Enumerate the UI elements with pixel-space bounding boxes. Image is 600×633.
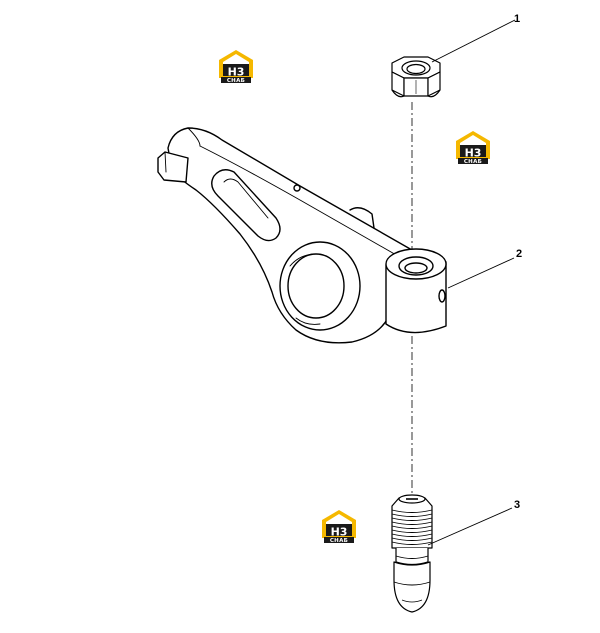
leader-line-2 [447, 257, 515, 289]
part-adjusting-screw [391, 494, 433, 613]
logo-sub: CHAБ [227, 78, 245, 84]
thread-lines [391, 509, 433, 545]
callout-2: 2 [516, 248, 522, 260]
part-rocker-arm [157, 127, 447, 344]
watermark-logo-top: H3 CHAБ [219, 50, 253, 84]
logo-mark: H3 [331, 526, 348, 539]
watermark-logo-bottom: H3 CHAБ [322, 510, 356, 544]
logo-sub: CHAБ [330, 538, 348, 544]
leader-line-1 [431, 19, 516, 63]
watermark-logo-right: H3 CHAБ [456, 131, 490, 165]
part-nut [391, 56, 441, 98]
callout-3: 3 [514, 499, 520, 511]
logo-mark: H3 [228, 66, 245, 79]
callout-1: 1 [514, 13, 520, 25]
logo-mark: H3 [465, 147, 482, 160]
leader-line-3 [427, 507, 513, 546]
logo-sub: CHAБ [464, 159, 482, 165]
